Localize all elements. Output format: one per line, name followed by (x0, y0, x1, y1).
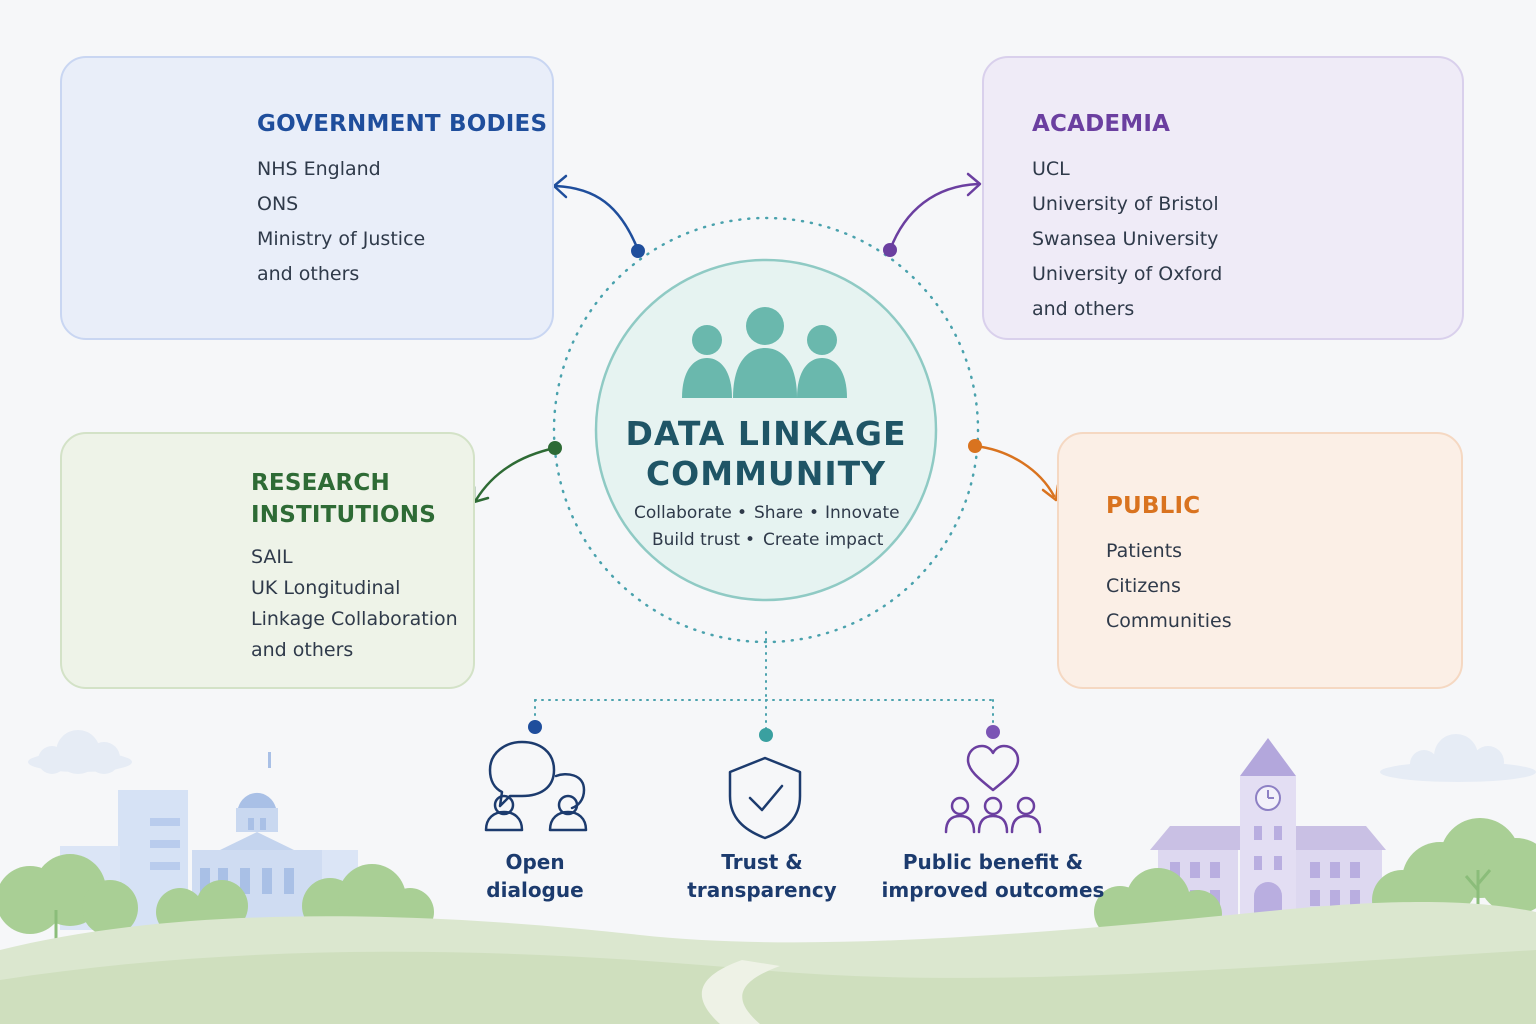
value-label: Trust & (721, 850, 803, 874)
academia-item: UCL (1032, 158, 1070, 180)
arrow-to-public (973, 444, 1056, 498)
academia-item: and others (1032, 298, 1135, 320)
bush-icon (1094, 818, 1536, 938)
hill (0, 950, 1536, 1024)
connector-dot (631, 244, 645, 258)
research-item: Linkage Collaboration (251, 608, 458, 630)
hub-separator: • (737, 503, 748, 523)
hub-title: DATA LINKAGE (625, 414, 907, 453)
research-title: RESEARCH (251, 470, 390, 496)
value-label: Public benefit & (902, 850, 1084, 874)
academia-title: ACADEMIA (1032, 111, 1171, 137)
public-item: Communities (1106, 610, 1232, 632)
research-item: and others (251, 639, 354, 661)
hub-separator: • (745, 530, 756, 550)
government-item: NHS England (257, 158, 381, 180)
academia-item: University of Oxford (1032, 263, 1223, 285)
government-bodies-card (60, 56, 554, 340)
value-trust-transparency: Trust & transparency (662, 848, 862, 904)
hub-title: COMMUNITY (645, 454, 887, 493)
value-label: transparency (687, 878, 837, 902)
hub-separator: • (809, 503, 820, 523)
path (701, 960, 780, 1024)
government-item: and others (257, 263, 360, 285)
academia-card (982, 56, 1464, 340)
government-item: ONS (257, 193, 299, 215)
values-connector (534, 631, 994, 731)
value-label: Open (505, 850, 565, 874)
research-item: SAIL (251, 546, 293, 568)
cloud-icon (28, 730, 132, 774)
arrow-to-government (554, 184, 640, 252)
heart-people-icon (944, 744, 1042, 834)
public-item: Citizens (1106, 575, 1181, 597)
government-title: GOVERNMENT BODIES (257, 111, 548, 137)
research-title: INSTITUTIONS (251, 502, 436, 528)
connector-dot (548, 441, 562, 455)
connector-dot (883, 243, 897, 257)
connector-dot (528, 720, 542, 734)
dialogue-icon (484, 740, 588, 832)
hub-tag: Share (754, 503, 804, 523)
arrow-to-research (474, 446, 557, 502)
hub-tag: Build trust (652, 530, 741, 550)
shield-check-icon (728, 756, 802, 840)
hub-tag: Collaborate (634, 503, 732, 523)
research-item: UK Longitudinal (251, 577, 401, 599)
community-people-icon (682, 307, 847, 398)
value-open-dialogue: Open dialogue (435, 848, 635, 904)
connector-dot (986, 725, 1000, 739)
value-label: dialogue (486, 878, 584, 902)
hub-tag: Innovate (825, 503, 900, 523)
hub-tag: Create impact (763, 530, 884, 550)
public-title: PUBLIC (1106, 493, 1201, 519)
public-card (1057, 432, 1463, 689)
government-item: Ministry of Justice (257, 228, 426, 250)
academia-item: University of Bristol (1032, 193, 1219, 215)
arrow-to-academia (888, 182, 980, 252)
value-public-benefit: Public benefit & improved outcomes (873, 848, 1113, 904)
connector-dot (759, 728, 773, 742)
public-item: Patients (1106, 540, 1183, 562)
academia-item: Swansea University (1032, 228, 1219, 250)
hub-circle (594, 258, 938, 602)
value-label: improved outcomes (881, 878, 1105, 902)
dotted-orbit (552, 216, 980, 644)
research-institutions-card (60, 432, 475, 689)
connector-dot (968, 439, 982, 453)
cloud-icon (1380, 734, 1536, 782)
